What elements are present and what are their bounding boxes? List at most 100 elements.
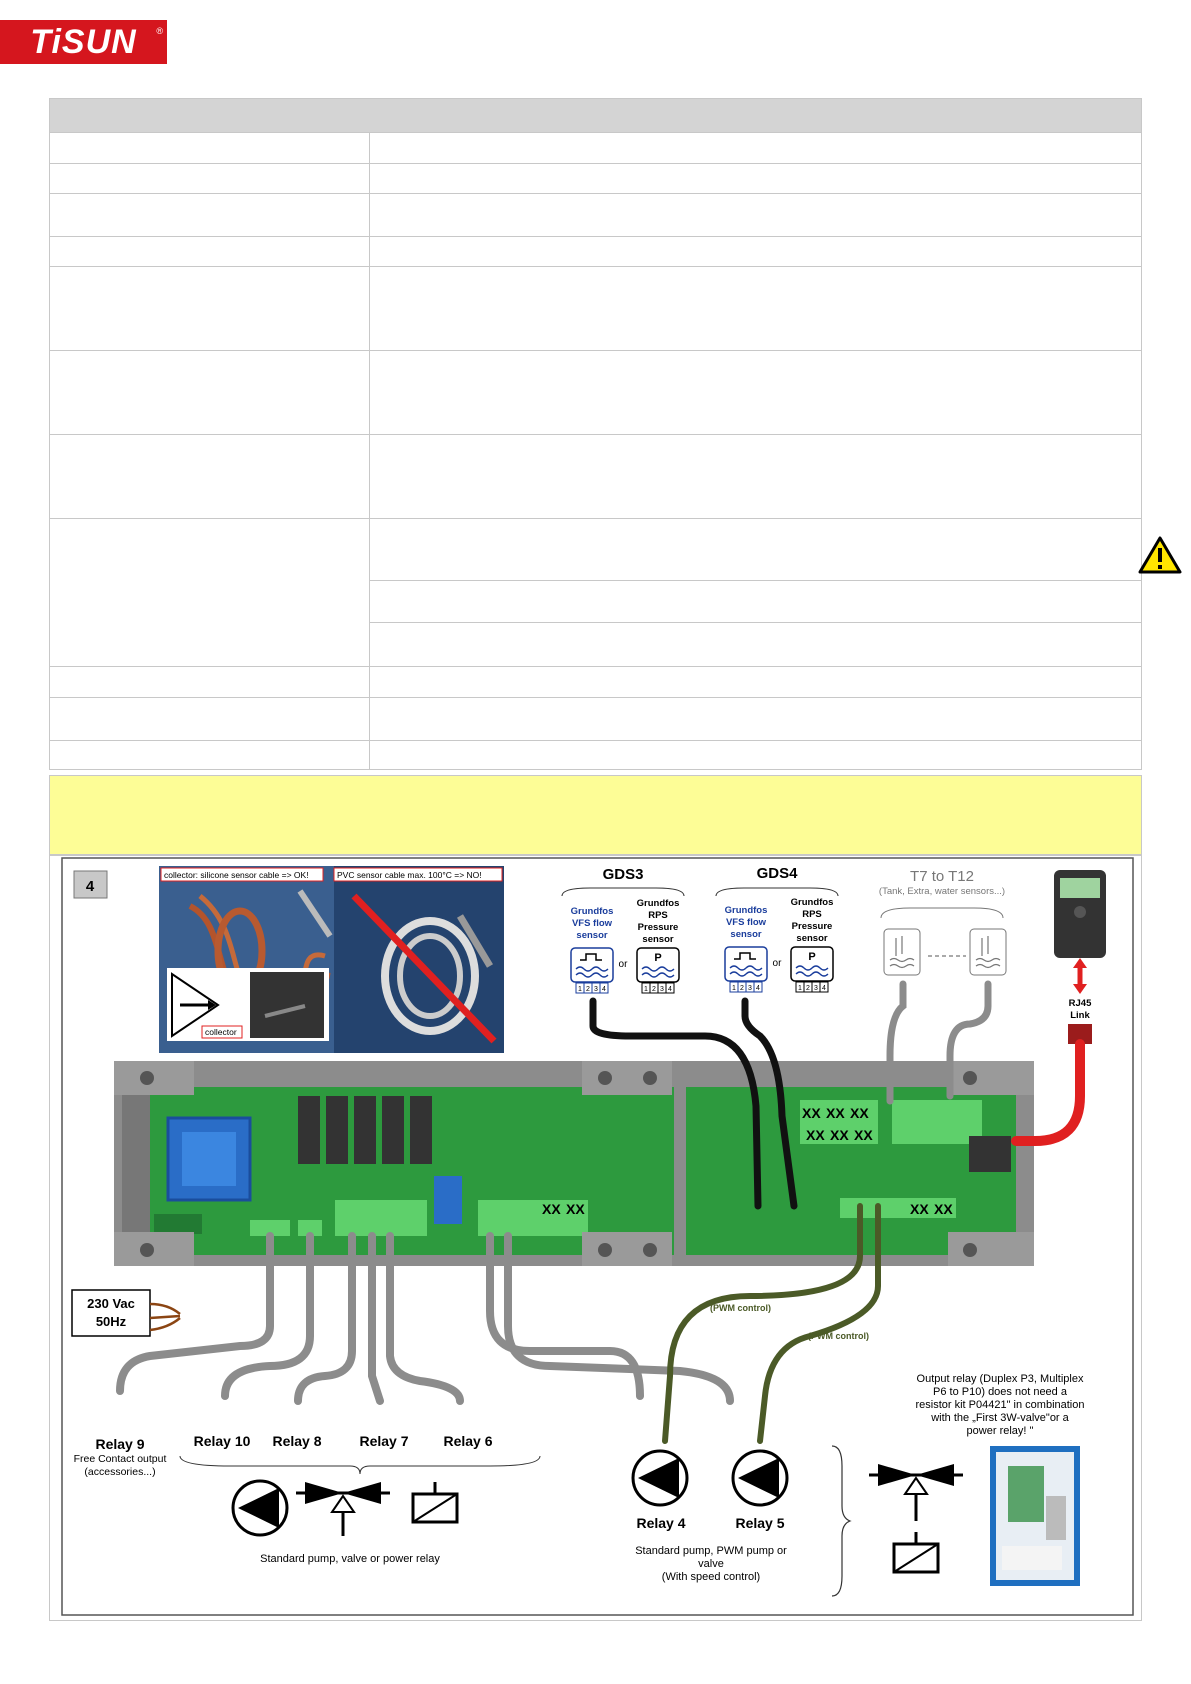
- rj45-arrow-up-icon: [1073, 958, 1087, 968]
- svg-text:XX: XX: [542, 1201, 561, 1217]
- svg-text:XX: XX: [830, 1127, 849, 1143]
- rj45-label-line2: Link: [1070, 1010, 1090, 1021]
- relay9-sub-line1: Free Contact output: [74, 1453, 167, 1465]
- note-highlight-box: [49, 775, 1142, 855]
- svg-text:XX: XX: [826, 1105, 845, 1121]
- table-header-row: [49, 98, 1142, 133]
- note-line2: P6 to P10) does not need a: [933, 1386, 1068, 1398]
- resistor-kit-photo: [990, 1446, 1080, 1586]
- valve-icon: [296, 1482, 390, 1536]
- svg-text:4: 4: [822, 985, 826, 992]
- svg-text:1: 1: [798, 985, 802, 992]
- gds3-or: or: [619, 959, 629, 970]
- gds4-vfs-line3: sensor: [730, 929, 761, 940]
- caption-right-line1: Standard pump, PWM pump or: [635, 1545, 787, 1557]
- gds3-rps-line2: RPS: [648, 910, 668, 921]
- gds3-label: GDS3: [603, 866, 644, 883]
- collector-label: collector: [205, 1027, 237, 1037]
- valve-icon: [869, 1464, 963, 1521]
- gds3-rps-line3: Pressure: [638, 922, 679, 933]
- svg-text:3: 3: [660, 986, 664, 993]
- relay8-label: Relay 8: [272, 1433, 321, 1449]
- table-row: [49, 740, 1142, 770]
- sensor-cable-photo: collector: silicone sensor cable => OK! …: [159, 866, 504, 1053]
- tisun-logo: TiSUN ®: [0, 20, 167, 64]
- svg-text:XX: XX: [802, 1105, 821, 1121]
- gds4-rps-line4: sensor: [796, 933, 827, 944]
- svg-text:2: 2: [652, 986, 656, 993]
- warning-icon: [1138, 536, 1182, 574]
- svg-text:2: 2: [740, 985, 744, 992]
- power-relay-icon: [892, 1532, 940, 1574]
- relay9-sub-line2: (accessories...): [84, 1466, 155, 1478]
- logo-text: TiSUN: [30, 22, 137, 61]
- rj45-label-line1: RJ45: [1069, 998, 1092, 1009]
- svg-text:1: 1: [644, 986, 648, 993]
- note-line5: power relay! ": [967, 1425, 1034, 1437]
- note-line3: resistor kit P04421" in combination: [916, 1399, 1085, 1411]
- gds4-or: or: [773, 958, 783, 969]
- svg-text:3: 3: [594, 986, 598, 993]
- table-row: [49, 666, 1142, 698]
- relay9-label: Relay 9: [95, 1436, 144, 1452]
- relay6-label: Relay 6: [443, 1433, 492, 1449]
- xx-placeholders: XX XX XX XX XX XX XX XX XX XX: [542, 1105, 953, 1217]
- caption-left: Standard pump, valve or power relay: [260, 1553, 440, 1565]
- table-row: [49, 518, 1142, 667]
- pwm-label-relay4: (PWM control): [710, 1303, 771, 1313]
- power-relay-icon: [411, 1482, 459, 1524]
- gds4-rps-line3: Pressure: [792, 921, 833, 932]
- photo-caption-no: PVC sensor cable max. 100°C => NO!: [337, 870, 482, 880]
- t-sensors-title: T7 to T12: [910, 868, 974, 885]
- t-sensors-subtitle: (Tank, Extra, water sensors...): [879, 886, 1005, 897]
- note-line4: with the „First 3W-valve"or a: [930, 1412, 1069, 1424]
- vfs-sensor-icon: [570, 947, 614, 983]
- gds3-vfs-line1: Grundfos: [571, 906, 614, 917]
- svg-text:4: 4: [668, 986, 672, 993]
- gds3-rps-line4: sensor: [642, 934, 673, 945]
- photo-caption-ok: collector: silicone sensor cable => OK!: [164, 870, 309, 880]
- gds3-rps-line1: Grundfos: [637, 898, 680, 909]
- svg-text:4: 4: [756, 985, 760, 992]
- rps-p-label-gds4: P: [808, 951, 815, 963]
- svg-text:XX: XX: [854, 1127, 873, 1143]
- gds4-vfs-line2: VFS flow: [726, 917, 767, 928]
- svg-text:XX: XX: [850, 1105, 869, 1121]
- mains-voltage: 230 Vac: [87, 1296, 135, 1311]
- caption-right-line2: valve: [698, 1558, 724, 1570]
- svg-text:1: 1: [732, 985, 736, 992]
- svg-text:XX: XX: [566, 1201, 585, 1217]
- mains-frequency: 50Hz: [96, 1314, 127, 1329]
- note-line1: Output relay (Duplex P3, Multiplex: [917, 1373, 1084, 1385]
- table-row: [49, 236, 1142, 267]
- gds3-vfs-line3: sensor: [576, 930, 607, 941]
- table-row: [49, 266, 1142, 351]
- svg-text:2: 2: [806, 985, 810, 992]
- caption-right-line3: (With speed control): [662, 1571, 760, 1583]
- table-row: [49, 350, 1142, 435]
- gds4-vfs-line1: Grundfos: [725, 905, 768, 916]
- svg-text:XX: XX: [910, 1201, 929, 1217]
- rj45-connector: [1068, 1024, 1092, 1044]
- gds4-label: GDS4: [757, 865, 799, 882]
- svg-text:XX: XX: [934, 1201, 953, 1217]
- relay5-label: Relay 5: [735, 1515, 784, 1531]
- table-row: [49, 163, 1142, 194]
- rps-p-label-gds3: P: [654, 952, 661, 964]
- rj45-arrow-down-icon: [1073, 984, 1087, 994]
- gds4-pins: 1 2 3 4 1 2 3 4: [729, 981, 829, 993]
- svg-text:3: 3: [814, 985, 818, 992]
- remote-display-unit: [1054, 870, 1106, 958]
- svg-text:4: 4: [602, 986, 606, 993]
- gds4-rps-line1: Grundfos: [791, 897, 834, 908]
- table-row: [49, 193, 1142, 237]
- wiring-diagram: 4 collector: silicone sensor cable => OK…: [49, 855, 1142, 1621]
- table-header-cell: [49, 98, 1142, 133]
- pwm-label-relay5: (PWM control): [808, 1331, 869, 1341]
- table-row: [49, 132, 1142, 164]
- relay4-label: Relay 4: [636, 1515, 685, 1531]
- table-row: [49, 697, 1142, 741]
- spec-table: [49, 98, 1142, 770]
- mains-box: [71, 1289, 151, 1337]
- relay7-label: Relay 7: [359, 1433, 408, 1449]
